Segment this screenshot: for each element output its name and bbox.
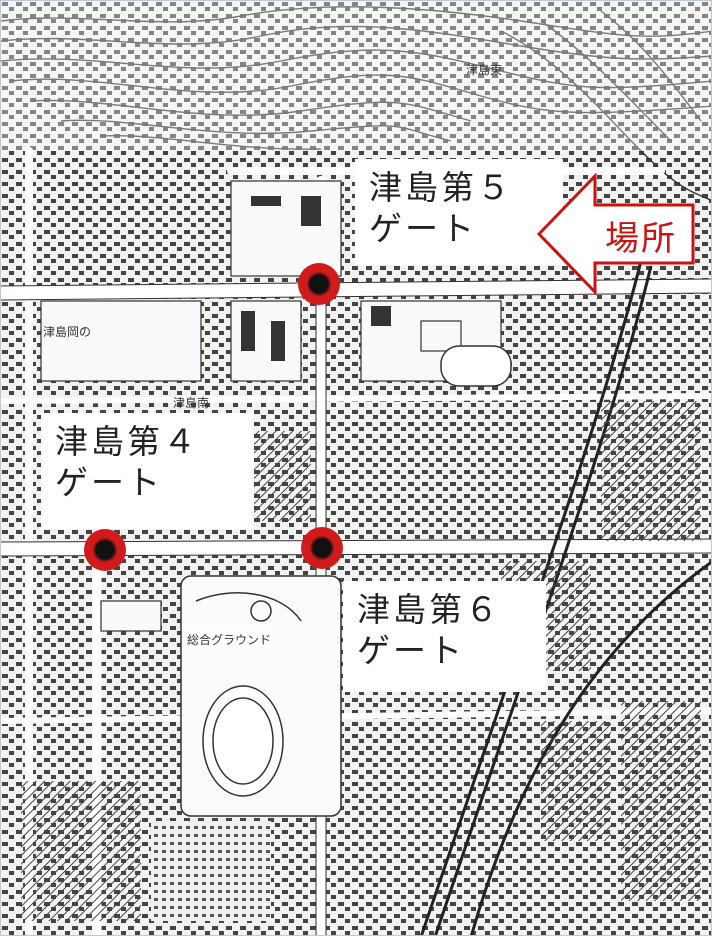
railways xyxy=(420,260,711,935)
gate-6-label: 津島第６ ゲート xyxy=(343,581,546,692)
gate-5-label-line2: ゲート xyxy=(369,209,477,249)
gate-4-label-line1: 津島第４ xyxy=(55,422,199,461)
sports-ground xyxy=(180,575,342,817)
gate-6-marker[interactable] xyxy=(301,527,343,569)
label-higashi-tsushima: 津島東 xyxy=(466,63,503,77)
location-arrow-icon xyxy=(537,173,695,295)
gate-5-label-line1: 津島第５ xyxy=(369,168,513,207)
hill-contours xyxy=(1,6,711,201)
label-tsushima-minami: 津島南 xyxy=(173,396,210,410)
gate-5-label: 津島第５ ゲート xyxy=(355,159,563,265)
location-label: 場所 xyxy=(605,219,677,259)
gate-4-label-line2: ゲート xyxy=(55,463,163,503)
label-tsushimaoka: 津島岡の xyxy=(43,325,92,339)
gate-6-label-line2: ゲート xyxy=(357,631,465,671)
label-sogo-ground: 総合グラウンド xyxy=(185,631,274,648)
gate-6-label-line1: 津島第６ xyxy=(357,590,501,629)
gate-4-marker[interactable] xyxy=(84,529,126,571)
gate-4-label: 津島第４ ゲート xyxy=(41,413,254,529)
gate-5-marker[interactable] xyxy=(298,263,340,305)
